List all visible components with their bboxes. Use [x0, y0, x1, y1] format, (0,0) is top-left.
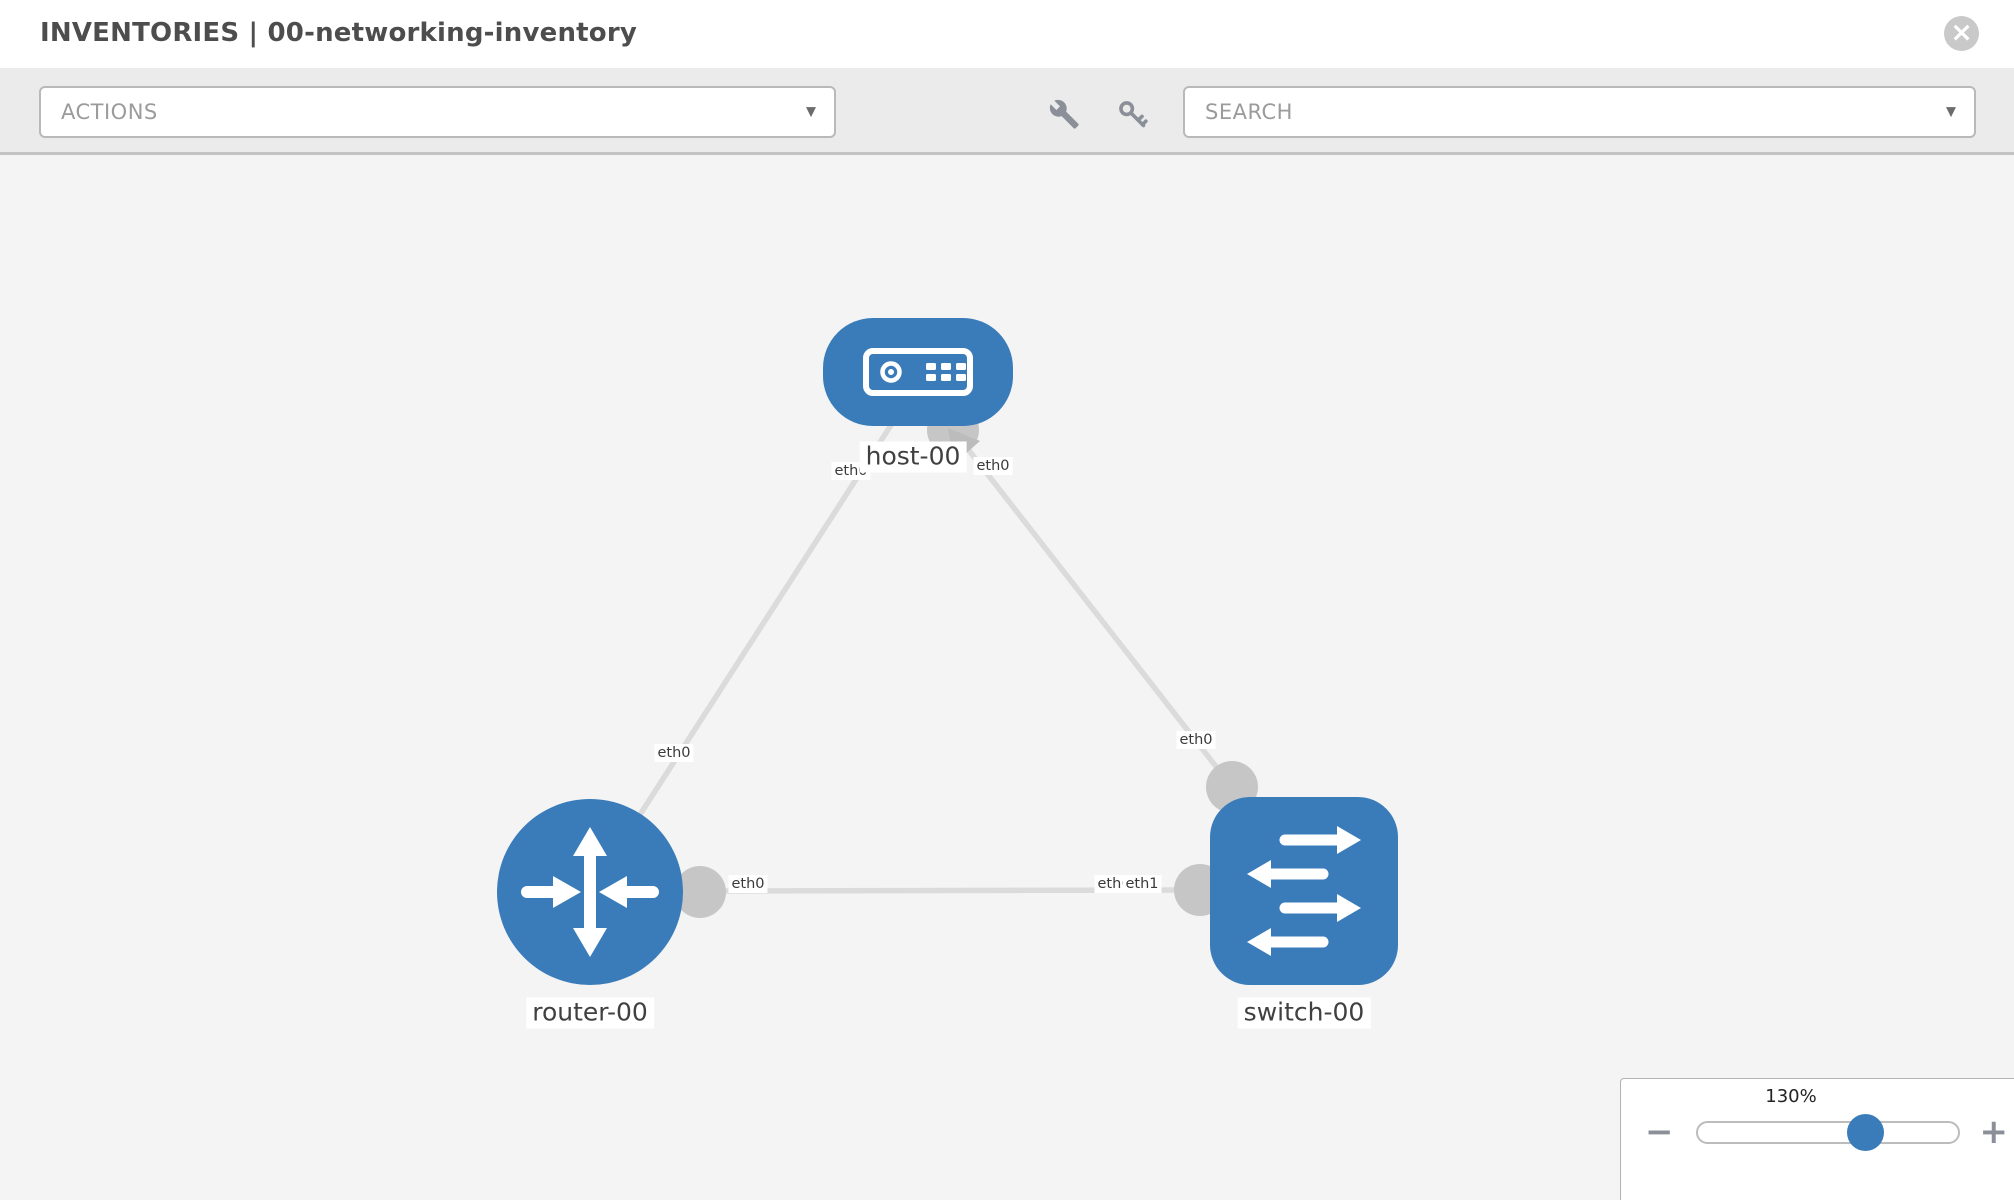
switch-icon — [1247, 826, 1361, 956]
zoom-value: 130% — [1765, 1086, 1817, 1107]
zoom-out-button[interactable]: − — [1645, 1112, 1674, 1152]
page-title: INVENTORIES | 00-networking-inventory — [40, 18, 638, 48]
node-host-00[interactable] — [823, 318, 1013, 426]
zoom-in-button[interactable]: + — [1979, 1112, 2009, 1152]
key-icon — [1119, 101, 1148, 128]
node-switch-00[interactable] — [1210, 797, 1398, 985]
link-router-00-host-00[interactable] — [591, 420, 896, 888]
link-host-00-switch-00[interactable] — [950, 428, 1235, 789]
router-icon — [521, 846, 659, 938]
node-router-00[interactable] — [497, 799, 683, 985]
actions-dropdown[interactable]: ACTIONS ▼ — [39, 86, 836, 138]
node-label-switch-00: switch-00 — [1237, 997, 1371, 1029]
header-bar: INVENTORIES | 00-networking-inventory × — [0, 0, 2014, 68]
zoom-panel: 130% − + — [1620, 1078, 2014, 1200]
toolbar: ACTIONS ▼ SEARCH ▼ — [0, 68, 2014, 155]
interface-label: eth0 — [1176, 731, 1216, 749]
interface-label: eth0 — [973, 457, 1013, 475]
interface-label: eth1 — [1122, 875, 1162, 893]
node-label-host-00: host-00 — [859, 441, 967, 473]
close-button[interactable]: × — [1944, 16, 1979, 51]
chevron-down-icon: ▼ — [1946, 104, 1956, 120]
configure-button[interactable] — [1044, 94, 1084, 134]
search-placeholder: SEARCH — [1205, 100, 1293, 124]
wrench-icon — [1049, 99, 1079, 129]
zoom-controls: − + — [1621, 1112, 2014, 1152]
node-label-router-00: router-00 — [526, 997, 654, 1029]
actions-dropdown-label: ACTIONS — [61, 100, 158, 124]
credentials-button[interactable] — [1112, 94, 1152, 134]
interface-label: eth0 — [728, 875, 768, 893]
interface-connector — [674, 866, 726, 918]
close-icon: × — [1950, 17, 1973, 48]
interface-label: eth0 — [654, 744, 694, 762]
chevron-down-icon: ▼ — [806, 104, 816, 120]
zoom-slider-track[interactable] — [1695, 1113, 1960, 1151]
search-dropdown[interactable]: SEARCH ▼ — [1183, 86, 1976, 138]
zoom-slider-thumb[interactable] — [1847, 1113, 1885, 1151]
host-icon — [863, 348, 973, 396]
